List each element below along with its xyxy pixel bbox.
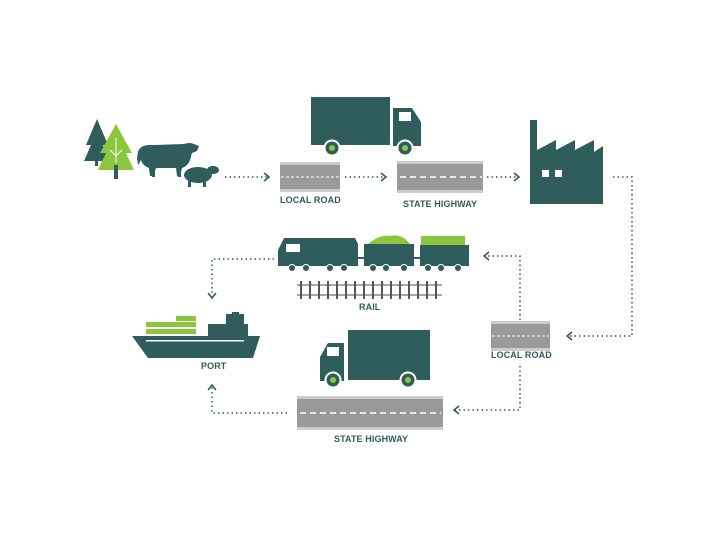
- rail-sleeper: [336, 281, 338, 299]
- rail-sleeper: [327, 281, 329, 299]
- rail-sleeper: [399, 281, 401, 299]
- rail-sleeper: [354, 281, 356, 299]
- arrow-rail-to-port: [211, 258, 274, 296]
- rail-sleeper: [381, 281, 383, 299]
- rail-sleeper: [435, 281, 437, 299]
- label-state-highway-bottom: STATE HIGHWAY: [334, 434, 409, 444]
- train-icon: [278, 235, 469, 272]
- rail-sleeper: [345, 281, 347, 299]
- state-highway-top: [397, 161, 483, 193]
- rail-sleeper: [318, 281, 320, 299]
- truck-icon: [320, 330, 430, 389]
- rail-sleeper: [417, 281, 419, 299]
- rail-sleeper: [372, 281, 374, 299]
- rail-sleeper: [426, 281, 428, 299]
- label-state-highway-top: STATE HIGHWAY: [403, 199, 478, 209]
- local-road-top: [280, 162, 340, 192]
- factory-icon: [530, 120, 603, 204]
- rail-sleeper: [300, 281, 302, 299]
- state-highway-bottom: [297, 396, 443, 430]
- cow-icon: [137, 143, 199, 177]
- arrow-factory-to-local-road: [568, 176, 633, 337]
- label-rail: RAIL: [359, 302, 381, 312]
- rail-sleeper: [309, 281, 311, 299]
- label-local-road-top: LOCAL ROAD: [280, 195, 341, 205]
- arrow-highway-to-port: [211, 386, 287, 414]
- label-port: PORT: [201, 361, 227, 371]
- arrow-local-road-to-rail: [485, 255, 521, 320]
- label-local-road-right: LOCAL ROAD: [491, 350, 552, 360]
- local-road-right: [491, 321, 550, 351]
- ship-icon: [132, 312, 260, 358]
- rail-track-icon: [297, 281, 442, 299]
- flow-arrows: [211, 176, 633, 414]
- sheep-icon: [184, 166, 219, 187]
- arrow-heads: [207, 172, 573, 415]
- arrow-local-road-to-highway-bottom: [455, 366, 521, 411]
- rail-sleeper: [408, 281, 410, 299]
- rail-sleeper: [390, 281, 392, 299]
- truck-icon: [311, 97, 421, 157]
- trees-icon: [84, 119, 134, 179]
- rail-sleeper: [363, 281, 365, 299]
